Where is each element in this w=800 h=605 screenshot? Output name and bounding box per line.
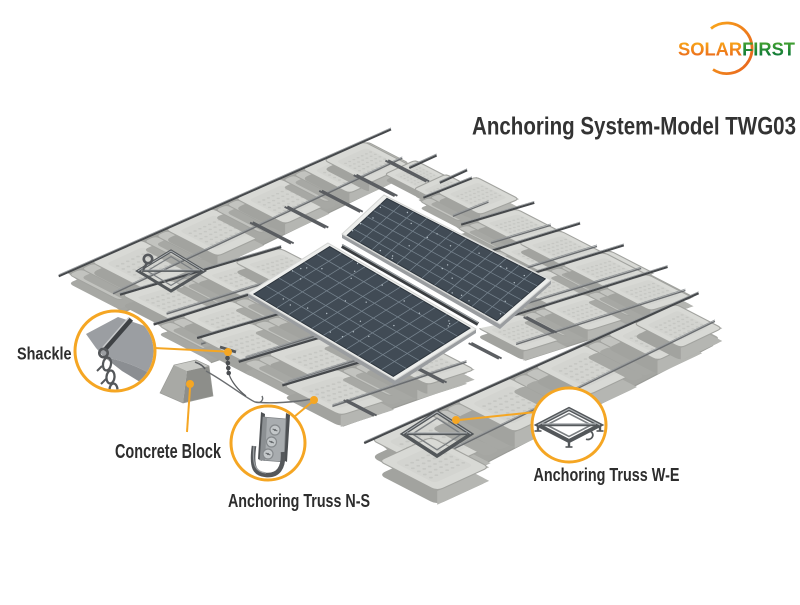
- svg-text:Anchoring System-Model TWG03: Anchoring System-Model TWG03: [472, 113, 796, 141]
- svg-text:SOLARFIRST: SOLARFIRST: [678, 39, 796, 60]
- svg-text:Anchoring Truss N-S: Anchoring Truss N-S: [228, 490, 370, 511]
- svg-text:Anchoring Truss W-E: Anchoring Truss W-E: [534, 464, 680, 485]
- svg-text:Concrete Block: Concrete Block: [115, 441, 222, 463]
- svg-text:Shackle: Shackle: [17, 344, 72, 364]
